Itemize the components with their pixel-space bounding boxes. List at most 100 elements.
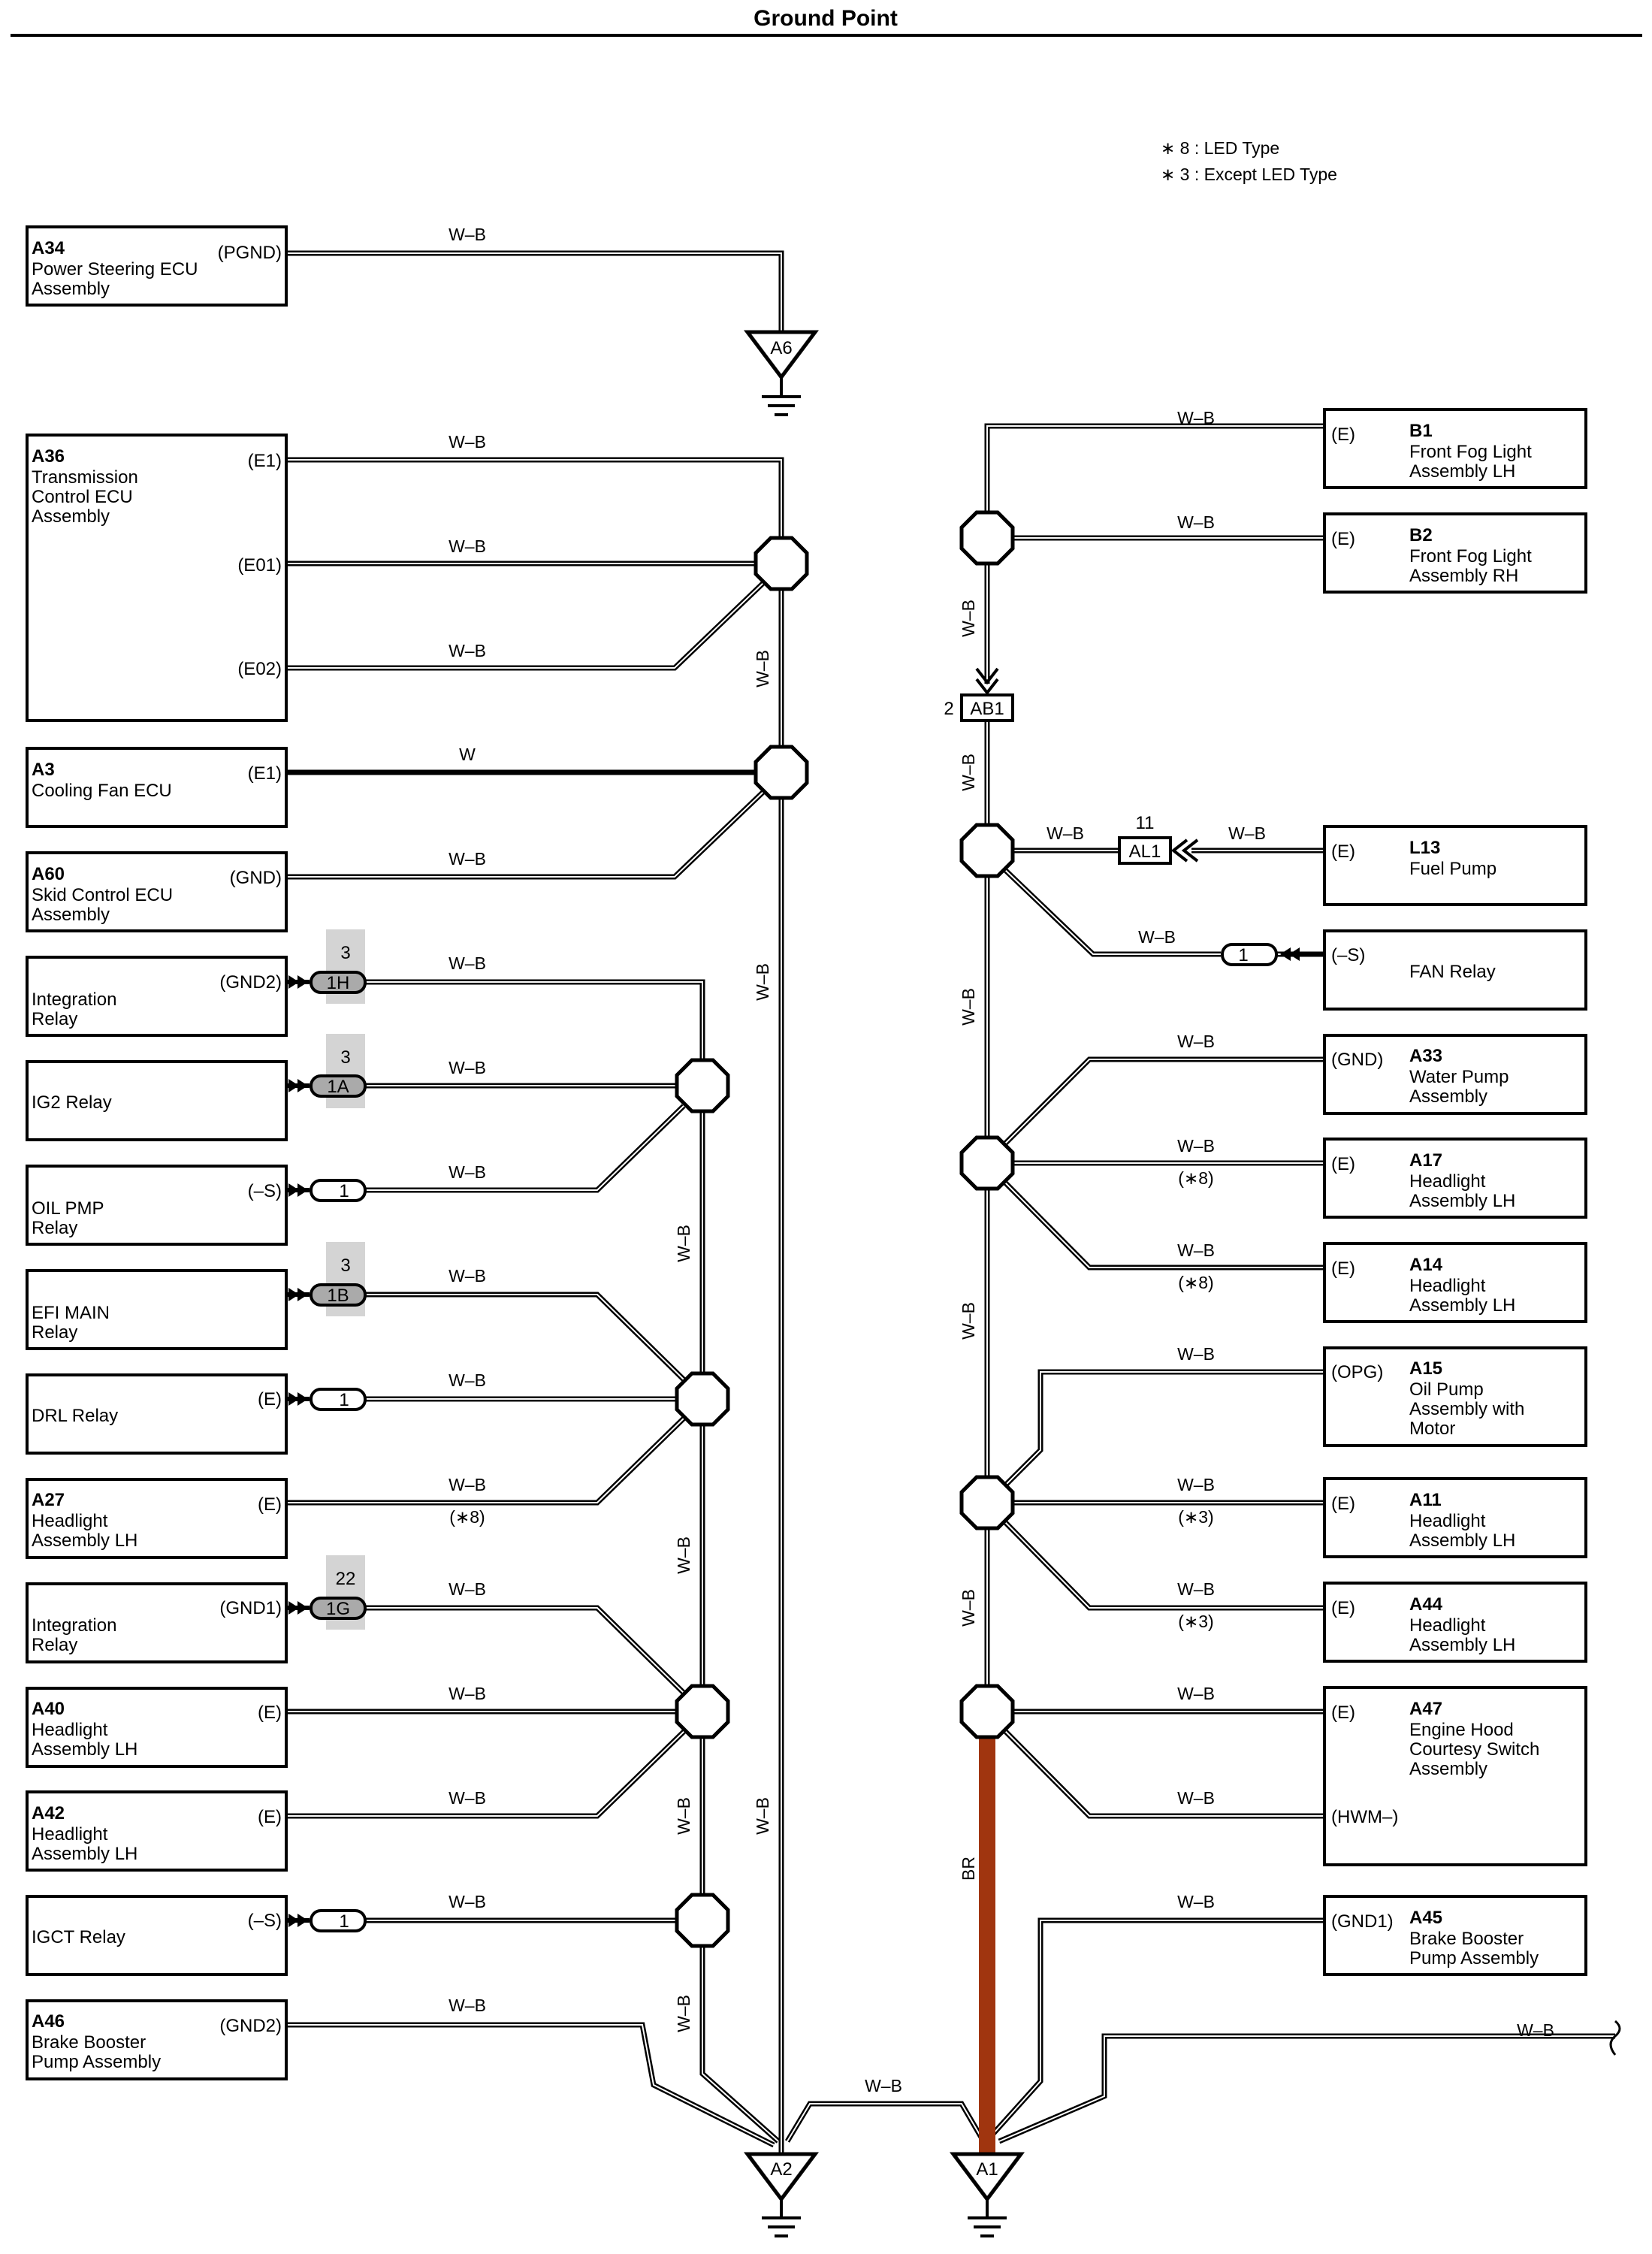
wire-label: W–B <box>1177 1032 1215 1051</box>
component-line: Pump Assembly <box>1409 1948 1539 1968</box>
pin-label: (E) <box>1331 1598 1355 1618</box>
connector-oil-pmp-1: 1 <box>286 1179 367 1202</box>
connector-pin: 3 <box>340 943 350 963</box>
component-line: Integration <box>32 990 116 1010</box>
component-line: Headlight <box>32 1511 108 1531</box>
wire-label: W–B <box>753 963 772 1001</box>
pin-label: (OPG) <box>1331 1362 1383 1382</box>
component-a42: A42 Headlight Assembly LH (E) <box>26 1790 288 1872</box>
wire-label: W–B <box>753 650 772 687</box>
component-line: FAN Relay <box>1409 962 1496 982</box>
wire-label: W–B <box>1177 1344 1215 1364</box>
wire-stripes-right <box>986 425 1615 2142</box>
component-line: Assembly LH <box>1409 1635 1515 1655</box>
wire-label: W–B <box>1177 1240 1215 1260</box>
wire-label: W–B <box>1177 408 1215 428</box>
ground-a1: A1 <box>950 2152 1025 2237</box>
pin-label: (E) <box>1331 425 1355 445</box>
component-line: Fuel Pump <box>1409 859 1496 879</box>
component-a60: A60 Skid Control ECU Assembly (GND) <box>26 851 288 932</box>
connector-name: 1G <box>326 1599 350 1619</box>
pin-label: (HWM–) <box>1331 1807 1398 1827</box>
component-line: Motor <box>1409 1419 1455 1439</box>
pin-label: (GND1) <box>1331 1911 1394 1932</box>
component-code: A46 <box>32 2011 65 2032</box>
wire-label: W–B <box>1177 1684 1215 1703</box>
pin-label: (E) <box>1331 841 1355 862</box>
component-line: Pump Assembly <box>32 2052 161 2072</box>
splice-8 <box>962 825 1013 876</box>
component-code: B2 <box>1409 525 1433 545</box>
component-line: Assembly RH <box>1409 566 1518 586</box>
wire-label: W–B <box>1138 927 1176 947</box>
wire-label: W–B <box>448 1579 486 1599</box>
component-line: Engine Hood <box>1409 1720 1514 1740</box>
splice-5 <box>677 1686 728 1737</box>
pin-label: (E) <box>1331 1258 1355 1279</box>
wire-label: W–B <box>448 1475 486 1494</box>
connector-1b: 3 1B <box>286 1242 367 1316</box>
component-l13: (E) L13 Fuel Pump <box>1323 825 1587 906</box>
wire-label: W–B <box>753 1797 772 1835</box>
component-code: A60 <box>32 864 65 884</box>
ground-a6-label: A6 <box>770 338 792 358</box>
component-line: Relay <box>32 1218 77 1238</box>
splice-2 <box>756 747 807 798</box>
component-code: A45 <box>1409 1908 1442 1928</box>
wire-label: W–B <box>448 225 486 244</box>
connector-1g: 22 1G <box>286 1555 367 1630</box>
component-line: Front Fog Light <box>1409 546 1532 567</box>
component-igct-relay: IGCT Relay (–S) <box>26 1895 288 1976</box>
component-a17: (E) A17 Headlight Assembly LH (∗8) <box>1178 1138 1587 1219</box>
component-a14: (E) A14 Headlight Assembly LH (∗8) <box>1178 1242 1587 1323</box>
component-code: A17 <box>1409 1150 1442 1171</box>
component-code: A33 <box>1409 1046 1442 1066</box>
component-line: Courtesy Switch <box>1409 1739 1539 1760</box>
wire-label: W–B <box>959 988 978 1026</box>
pin-label: (E1) <box>248 763 282 784</box>
component-code: A11 <box>1409 1490 1442 1510</box>
component-code: A14 <box>1409 1255 1443 1275</box>
wire-label: W–B <box>448 1266 486 1286</box>
wire-labels-vertical: W–B W–B W–B W–B W–B W–B W–B W–B W–B W–B … <box>674 600 978 2032</box>
legend-led: ∗ 8 : LED Type <box>1161 138 1279 158</box>
splice-11 <box>962 1686 1013 1737</box>
wire-label: W–B <box>1177 1136 1215 1156</box>
wire-note: (∗8) <box>1178 1273 1213 1292</box>
connector-drl-1: 1 <box>286 1388 367 1411</box>
connector-igct-1: 1 <box>286 1909 367 1932</box>
component-line: Assembly <box>32 905 110 925</box>
component-code: A36 <box>32 446 65 467</box>
splice-6 <box>677 1895 728 1946</box>
component-line: Assembly <box>1409 1086 1487 1107</box>
wire-note: (∗8) <box>1178 1168 1213 1188</box>
splice-1 <box>756 538 807 589</box>
component-line: EFI MAIN <box>32 1303 110 1323</box>
pin-label: (–S) <box>248 1911 282 1931</box>
component-code: A34 <box>32 238 65 258</box>
component-oil-pmp-relay: OIL PMP Relay (–S) <box>26 1165 288 1246</box>
component-a34: A34 Power Steering ECU Assembly (PGND) <box>26 225 288 307</box>
component-code: A27 <box>32 1490 65 1510</box>
connector-fan-relay-1: 1 <box>1221 943 1324 966</box>
component-code: A44 <box>1409 1594 1443 1615</box>
splice-3 <box>677 1060 728 1111</box>
wire-label: W–B <box>865 2076 902 2095</box>
component-a46: A46 Brake Booster Pump Assembly (GND2) <box>26 1999 288 2080</box>
ground-a1-label: A1 <box>976 2159 998 2180</box>
component-line: Control ECU <box>32 487 133 507</box>
wire-stripes-left <box>286 252 983 2156</box>
component-line: Headlight <box>1409 1511 1486 1531</box>
component-code: A42 <box>32 1803 65 1823</box>
component-code: A3 <box>32 760 55 780</box>
page-title: Ground Point <box>754 6 898 31</box>
junction-ab1-name: AB1 <box>970 699 1004 719</box>
pin-label: (E) <box>1331 1154 1355 1174</box>
wire-label: W–B <box>1177 512 1215 532</box>
wire-label: W–B <box>674 1225 693 1262</box>
connector-pin: 3 <box>340 1047 350 1068</box>
component-line: IGCT Relay <box>32 1927 125 1947</box>
pin-label: (GND) <box>230 868 282 888</box>
wire-label: W–B <box>448 1684 486 1703</box>
